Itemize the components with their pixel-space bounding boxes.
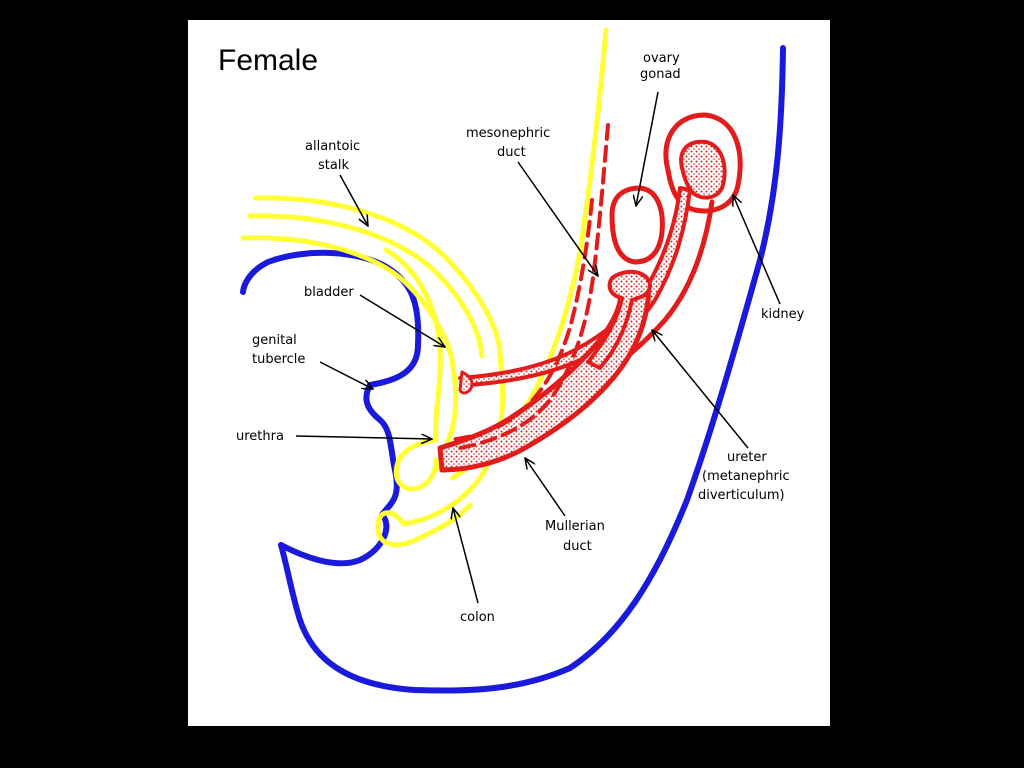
kidney-inner-stipple xyxy=(679,139,727,200)
arrow-genital xyxy=(319,361,373,389)
label-mesonephric-line-1: mesonephric xyxy=(466,126,550,141)
diagram-title: Female xyxy=(218,44,318,77)
label-mullerian-line-1: Mullerian xyxy=(545,519,605,534)
label-kidney: kidney xyxy=(761,307,805,322)
colon-upper-wall xyxy=(401,352,506,527)
red-structures xyxy=(437,112,743,473)
label-ureter: ureter (metanephric diverticulum) xyxy=(698,450,790,503)
label-mesonephric-line-2: duct xyxy=(497,145,526,160)
label-mesonephric: mesonephric duct xyxy=(466,126,550,160)
arrow-allantoic xyxy=(339,174,368,226)
mesonephric-dashed-duct-2 xyxy=(446,198,594,442)
mesonephric-stipple-tube xyxy=(586,269,652,370)
allantoic-stalk-line-3 xyxy=(240,235,455,363)
label-ovary: ovary gonad xyxy=(640,51,681,82)
label-allantoic-line-2: stalk xyxy=(318,158,349,173)
arrow-kidney xyxy=(733,195,781,305)
label-genital-line-1: genital xyxy=(252,333,297,348)
label-ovary-line-2: gonad xyxy=(640,67,681,82)
label-mullerian: Mullerian duct xyxy=(545,519,605,554)
urethra-loop xyxy=(393,437,439,492)
urethra-opening xyxy=(458,370,474,395)
label-colon: colon xyxy=(460,610,495,625)
arrow-colon xyxy=(453,508,479,604)
arrow-urethra xyxy=(295,436,432,439)
arrow-bladder xyxy=(359,294,445,347)
label-ureter-line-2: (metanephric xyxy=(702,469,790,484)
bladder-left-wall xyxy=(383,247,443,443)
arrow-mesonephric xyxy=(517,161,598,276)
blue-outer-curve xyxy=(278,45,786,694)
label-genital: genital tubercle xyxy=(252,333,305,367)
label-ureter-line-1: ureter xyxy=(727,450,767,465)
allantoic-stalk-line-2 xyxy=(247,213,485,359)
label-bladder: bladder xyxy=(304,285,354,300)
label-allantoic: allantoic stalk xyxy=(305,139,360,173)
label-arrows xyxy=(295,91,781,604)
label-urethra: urethra xyxy=(236,429,284,444)
label-ureter-line-3: diverticulum) xyxy=(698,488,785,503)
arrow-ureter xyxy=(652,330,749,449)
arrow-ovary xyxy=(636,91,659,206)
arrow-mullerian xyxy=(525,458,566,517)
label-genital-line-2: tubercle xyxy=(252,352,305,367)
mesonephric-dashed-duct-1 xyxy=(458,123,610,450)
label-allantoic-line-1: allantoic xyxy=(305,139,360,154)
allantoic-stalk-line-1 xyxy=(252,195,503,358)
label-ovary-line-1: ovary xyxy=(643,51,680,66)
yellow-structures xyxy=(240,27,609,548)
ovary-gonad xyxy=(609,185,665,265)
colon-loop xyxy=(375,502,473,548)
label-mullerian-line-2: duct xyxy=(563,539,592,554)
